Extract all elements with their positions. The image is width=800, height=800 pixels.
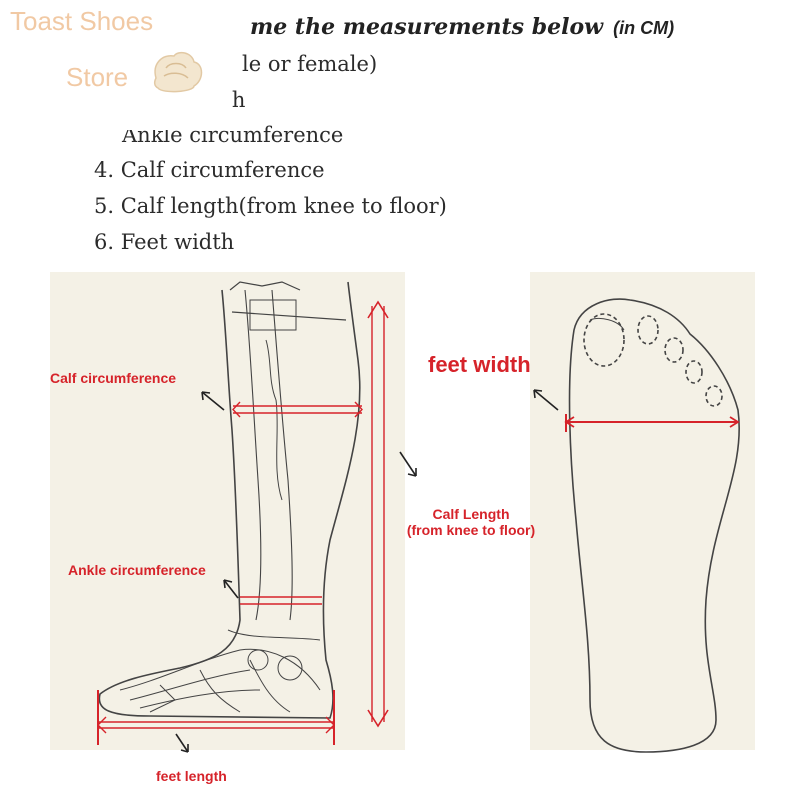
heading-text: me the measurements below	[250, 14, 604, 40]
foot-sketch	[568, 298, 740, 753]
label-feet-length: feet length	[156, 768, 227, 784]
list-item-gender: le or female)	[242, 52, 378, 76]
pointer-arrows	[175, 389, 559, 753]
list-item-calf-circumference: 4. Calf circumference	[94, 158, 325, 182]
label-calf-circumference: Calf circumference	[50, 370, 177, 386]
label-calf-length-line1: Calf Length	[432, 506, 510, 522]
instructions-heading: me the measurements below (in CM)	[250, 14, 674, 40]
leg-measure-lines	[97, 300, 389, 745]
unit-note: (in CM)	[613, 18, 675, 38]
list-item-feet-width: 6. Feet width	[94, 230, 235, 254]
watermark-line-2: Store	[66, 62, 129, 92]
leg-diagram-panel	[50, 272, 405, 750]
label-calf-length-line2: (from knee to floor)	[406, 522, 536, 538]
leg-sketch	[98, 281, 361, 719]
list-item-calf-length: 5. Calf length(from knee to floor)	[94, 194, 447, 218]
watermark-line-1: Toast Shoes	[10, 6, 154, 36]
foot-measure-line	[564, 414, 740, 432]
toast-logo-icon	[153, 51, 203, 93]
label-feet-width: feet width	[428, 352, 531, 377]
foot-diagram-panel	[530, 272, 755, 750]
label-ankle-circumference: Ankle circumference	[68, 562, 206, 578]
label-calf-length: Calf Length (from knee to floor)	[384, 506, 558, 538]
